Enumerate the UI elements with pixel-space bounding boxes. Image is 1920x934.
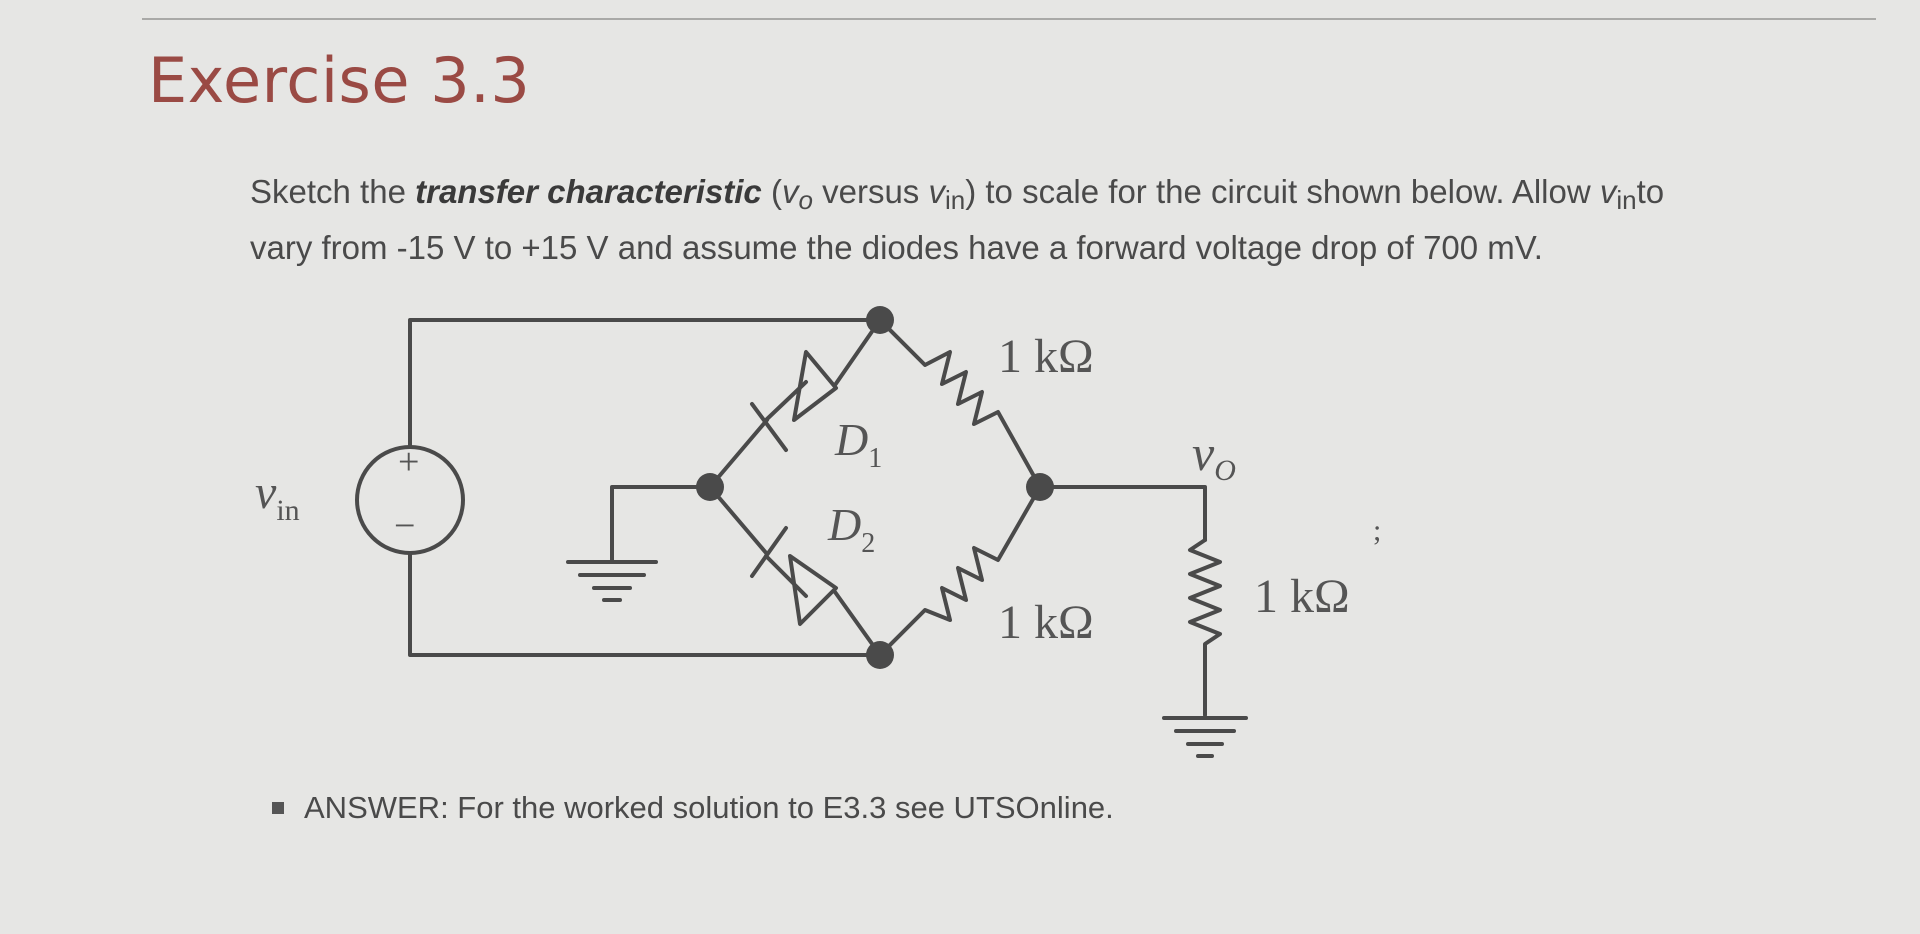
source-minus: − [394,505,415,547]
vin-label: vin [255,466,300,527]
source-plus: + [398,441,419,483]
resistor-bottom [878,485,1042,657]
ground-symbol-left [566,560,658,602]
node-right [1026,473,1054,501]
wire-output [1038,485,1207,542]
d1-label: D1 [834,414,882,474]
bullet-square-icon [272,801,284,814]
problem-statement: Sketch the transfer characteristic (vo v… [250,164,1850,276]
r-bottom-label: 1 kΩ [998,596,1094,649]
vo-label: vO [1192,425,1236,487]
emphasis-transfer-characteristic: transfer characteristic [415,173,762,210]
wire-source-top [408,318,882,449]
wire-left-ground [610,485,712,562]
stray-mark: ; [1373,514,1381,547]
node-top [866,306,894,334]
ground-symbol-load [1162,716,1248,758]
exercise-title: Exercise 3.3 [148,44,531,117]
answer-line: ANSWER: For the worked solution to E3.3 … [272,790,1114,826]
voltage-source [355,445,465,555]
top-divider [142,18,1876,20]
resistor-top [878,318,1042,489]
resistor-load [1188,538,1222,717]
wire-source-bottom [408,551,882,657]
r-load-label: 1 kΩ [1254,570,1350,623]
node-left [696,473,724,501]
diode-d1 [750,350,838,452]
d2-label: D2 [827,499,875,559]
diode-d2 [750,526,838,626]
answer-text: ANSWER: For the worked solution to E3.3 … [304,790,1114,825]
r-top-label: 1 kΩ [998,330,1094,383]
problem-line-2: vary from -15 V to +15 V and assume the … [250,229,1543,266]
wire-d2-branch [708,485,769,556]
node-bottom [866,641,894,669]
problem-line-1: Sketch the transfer characteristic (vo v… [250,173,1665,215]
wire-d1-branch [708,418,769,489]
